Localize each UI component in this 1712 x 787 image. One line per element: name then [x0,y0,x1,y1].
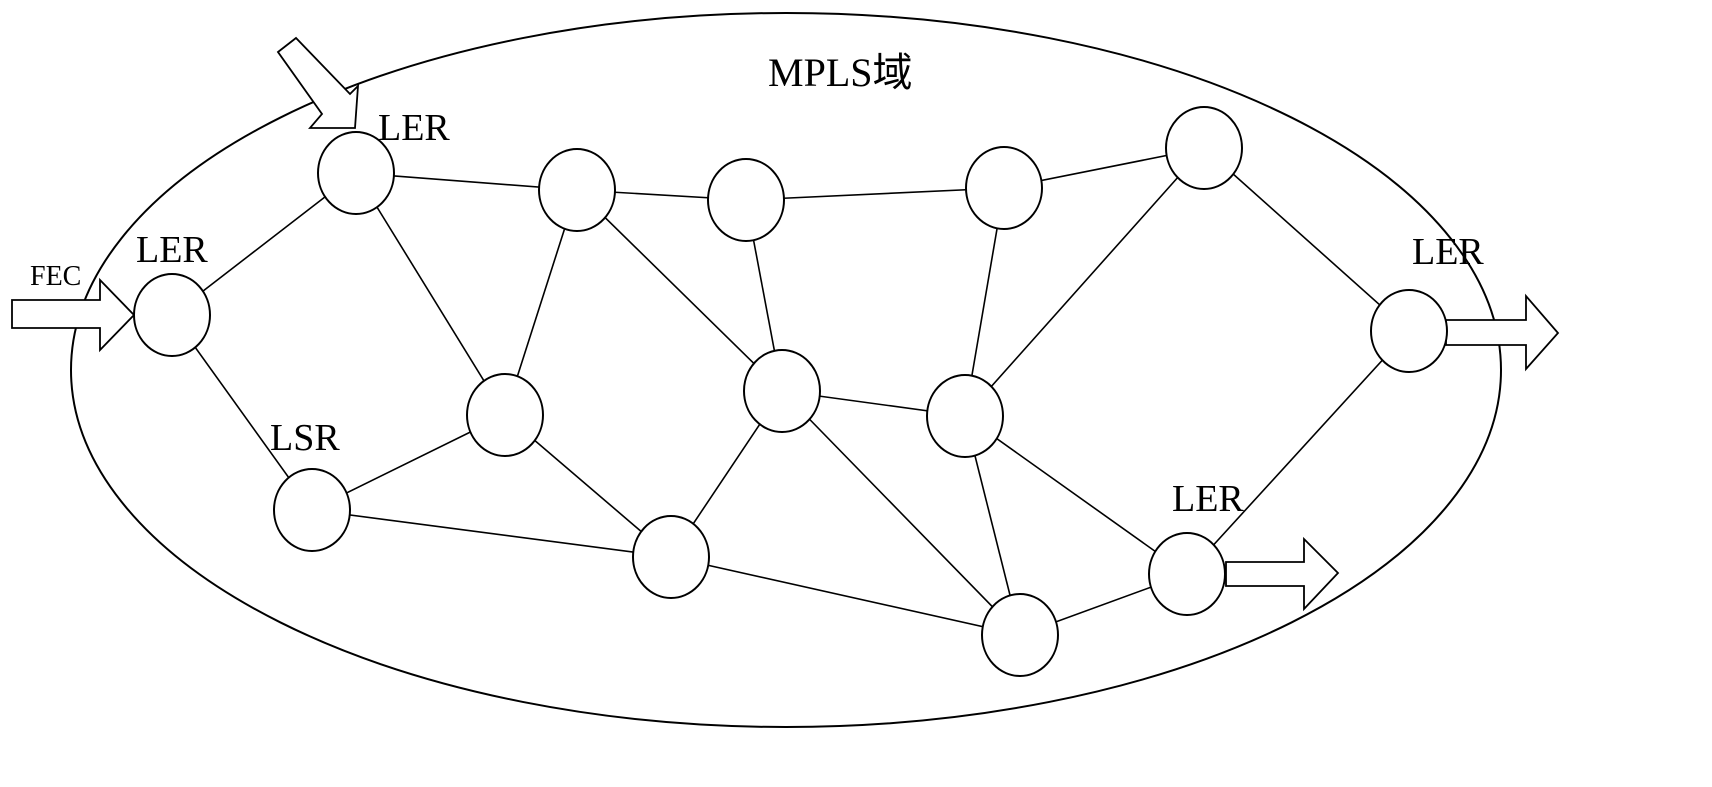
router-node-n4 [965,146,1043,230]
link-n5-right [1203,147,1410,332]
router-node-n5 [1165,106,1243,190]
router-node-n1 [538,148,616,232]
router-node-lsr [273,468,351,552]
domain-label: MPLS域 [768,50,913,95]
nodes-layer [133,106,1448,677]
ler-top-label: LER [378,107,450,149]
router-node-n8 [632,515,710,599]
link-lsr-n8 [311,509,672,558]
router-node-bottom_right [1148,532,1226,616]
right-output-arrow [1445,293,1560,372]
link-n1-n6 [576,189,783,392]
link-right-bottom_right [1186,330,1410,575]
router-node-right [1370,289,1448,373]
link-n8-bottom [670,556,1021,636]
router-node-n6 [743,349,821,433]
fec-label: FEC [30,261,81,292]
link-n6-bottom [781,390,1021,636]
router-node-top [317,131,395,215]
ler-left-label: LER [136,229,208,271]
router-node-n7 [926,374,1004,458]
bottom-right-output-arrow [1225,536,1340,612]
router-node-n2 [707,158,785,242]
router-node-left [133,273,211,357]
link-n5-n7 [964,147,1205,417]
link-top-n3 [355,172,506,416]
mpls-domain-boundary [70,12,1502,728]
ler-right-label: LER [1412,231,1484,273]
router-node-n9 [981,593,1059,677]
fec-input-arrow [11,277,136,353]
link-n2-n4 [745,187,1005,201]
top-input-arrow [276,36,360,129]
link-n7-bottom_right [964,415,1188,575]
lsr-label: LSR [270,417,340,459]
ler-bottom-right-label: LER [1172,478,1244,520]
router-node-n3 [466,373,544,457]
